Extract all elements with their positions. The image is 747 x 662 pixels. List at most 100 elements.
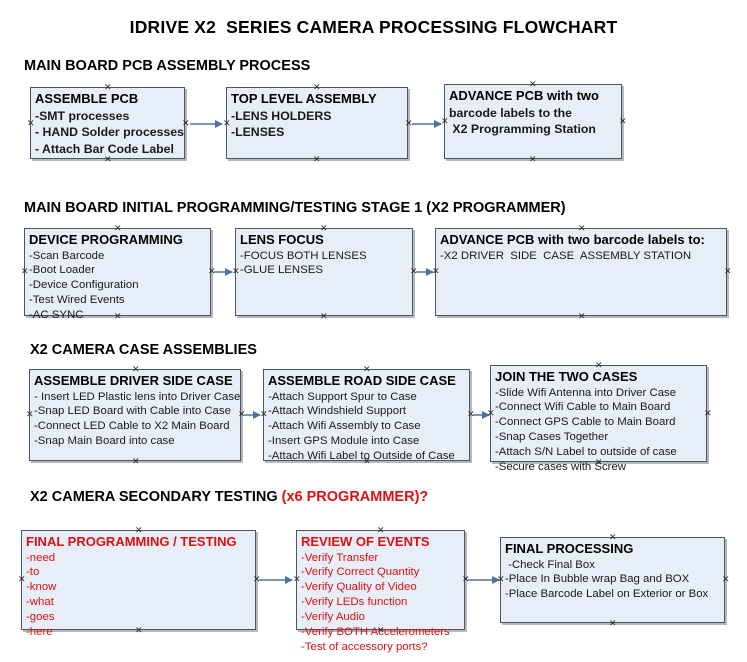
node-advance-pcb-to-driver-side-case-assembly-station[interactable]: ADVANCE PCB with two barcode labels to: … [435, 228, 727, 316]
resize-handle[interactable] [619, 118, 626, 125]
node-advance-pcb-to-x2-programming-station[interactable]: ADVANCE PCB with two barcode labels to t… [444, 84, 622, 159]
resize-handle[interactable] [724, 268, 731, 275]
resize-handle[interactable] [293, 576, 300, 583]
resize-handle[interactable] [595, 362, 602, 369]
section-heading-text: MAIN BOARD PCB ASSEMBLY PROCESS [24, 58, 311, 74]
node-device-programming[interactable]: DEVICE PROGRAMMING -Scan Barcode -Boot L… [24, 228, 211, 321]
node-line: -Connect GPS Cable to Main Board [495, 416, 676, 429]
node-title: ADVANCE PCB with two [449, 88, 599, 103]
node-title: FINAL PROGRAMMING / TESTING [26, 534, 237, 549]
resize-handle[interactable] [578, 225, 585, 232]
node-line: -Connect Wifi Cable to Main Board [495, 401, 671, 414]
node-line: - Insert LED Plastic lens into Driver Ca… [34, 390, 241, 403]
resize-handle[interactable] [320, 313, 327, 320]
node-line: -know [26, 581, 57, 594]
node-line: -Snap Cases Together [495, 431, 609, 444]
node-title: JOIN THE TWO CASES [495, 369, 638, 384]
node-title: ASSEMBLE PCB [35, 91, 139, 106]
resize-handle[interactable] [377, 627, 384, 634]
node-line: -Attach Support Spur to Case [268, 390, 417, 403]
resize-handle[interactable] [27, 120, 34, 127]
connector-arrow [468, 575, 500, 584]
node-final-processing[interactable]: FINAL PROCESSING -Check Final Box -Place… [500, 537, 725, 623]
resize-handle[interactable] [363, 366, 370, 373]
resize-handle[interactable] [132, 458, 139, 465]
resize-handle[interactable] [441, 118, 448, 125]
connector-arrow [473, 410, 490, 419]
node-title: ASSEMBLE ROAD SIDE CASE [268, 373, 456, 388]
resize-handle[interactable] [21, 268, 28, 275]
node-line: -Boot Loader [29, 264, 95, 277]
resize-handle[interactable] [223, 120, 230, 127]
section-heading-x2-camera-secondary-testing: X2 CAMERA SECONDARY TESTING (x6 PROGRAMM… [30, 489, 428, 505]
node-line: -Verify Correct Quantity [301, 566, 420, 579]
resize-handle[interactable] [135, 527, 142, 534]
node-line: -to [26, 566, 40, 579]
resize-handle[interactable] [405, 120, 412, 127]
node-assemble-driver-side-case[interactable]: ASSEMBLE DRIVER SIDE CASE - Insert LED P… [29, 369, 241, 461]
node-title: TOP LEVEL ASSEMBLY [231, 91, 377, 106]
connector-arrow [244, 410, 261, 419]
resize-handle[interactable] [529, 156, 536, 163]
node-line: -what [26, 596, 54, 609]
node-line: -GLUE LENSES [240, 264, 323, 277]
node-review-of-events[interactable]: REVIEW OF EVENTS -Verify Transfer -Verif… [296, 530, 465, 653]
node-line: -X2 DRIVER SIDE CASE ASSEMBLY STATION [440, 249, 692, 262]
resize-handle[interactable] [26, 411, 33, 418]
node-line: - HAND Solder processes [35, 125, 184, 140]
resize-handle[interactable] [487, 410, 494, 417]
resize-handle[interactable] [529, 81, 536, 88]
connector-arrow [416, 267, 434, 276]
resize-handle[interactable] [363, 458, 370, 465]
resize-handle[interactable] [432, 268, 439, 275]
resize-handle[interactable] [595, 459, 602, 466]
node-assemble-road-side-case[interactable]: ASSEMBLE ROAD SIDE CASE -Attach Support … [263, 369, 470, 462]
resize-handle[interactable] [704, 410, 711, 417]
section-heading-accent: (x6 PROGRAMMER)? [281, 489, 429, 505]
connector-arrow [259, 575, 293, 584]
resize-handle[interactable] [132, 366, 139, 373]
node-title: FINAL PROCESSING [505, 541, 634, 556]
resize-handle[interactable] [104, 84, 111, 91]
node-line: X2 Programming Station [449, 122, 596, 137]
node-title: DEVICE PROGRAMMING [29, 232, 183, 247]
node-line: -Scan Barcode [29, 249, 105, 262]
resize-handle[interactable] [320, 225, 327, 232]
node-line: -here [26, 625, 53, 638]
node-title: LENS FOCUS [240, 232, 324, 247]
resize-handle[interactable] [114, 313, 121, 320]
node-line: -Insert GPS Module into Case [268, 435, 420, 448]
node-assemble-pcb[interactable]: ASSEMBLE PCB -SMT processes - HAND Solde… [30, 87, 185, 159]
resize-handle[interactable] [722, 576, 729, 583]
resize-handle[interactable] [313, 156, 320, 163]
resize-handle[interactable] [497, 576, 504, 583]
resize-handle[interactable] [578, 313, 585, 320]
node-title: REVIEW OF EVENTS [301, 534, 430, 549]
node-line: -LENSES [231, 125, 285, 140]
section-heading-main-board-pcb-assembly-process: MAIN BOARD PCB ASSEMBLY PROCESS [24, 58, 310, 74]
connector-arrow [214, 267, 233, 276]
node-line: -Place In Bubble wrap Bag and BOX [505, 573, 690, 586]
node-title: ADVANCE PCB with two barcode labels to: [440, 232, 705, 247]
resize-handle[interactable] [377, 527, 384, 534]
resize-handle[interactable] [114, 225, 121, 232]
resize-handle[interactable] [18, 576, 25, 583]
node-line: -Attach S/N Label to outside of case [495, 445, 677, 458]
resize-handle[interactable] [609, 534, 616, 541]
node-line: -Attach Wifi Label to Outside of Case [268, 449, 455, 462]
node-line-overflow: -Test of accessory ports? [301, 640, 428, 653]
resize-handle[interactable] [104, 156, 111, 163]
resize-handle[interactable] [182, 120, 189, 127]
resize-handle[interactable] [609, 620, 616, 627]
node-line: -Place Barcode Label on Exterior or Box [505, 588, 709, 601]
node-final-programming-testing[interactable]: FINAL PROGRAMMING / TESTING -need -to -k… [21, 530, 256, 638]
resize-handle[interactable] [135, 627, 142, 634]
node-lens-focus[interactable]: LENS FOCUS -FOCUS BOTH LENSES -GLUE LENS… [235, 228, 413, 316]
node-join-the-two-cases[interactable]: JOIN THE TWO CASES -Slide Wifi Antenna i… [490, 365, 707, 473]
resize-handle[interactable] [232, 268, 239, 275]
resize-handle[interactable] [260, 411, 267, 418]
node-top-level-assembly[interactable]: TOP LEVEL ASSEMBLY -LENS HOLDERS -LENSES [226, 87, 408, 159]
node-line: -Verify Transfer [301, 551, 379, 564]
resize-handle[interactable] [313, 84, 320, 91]
